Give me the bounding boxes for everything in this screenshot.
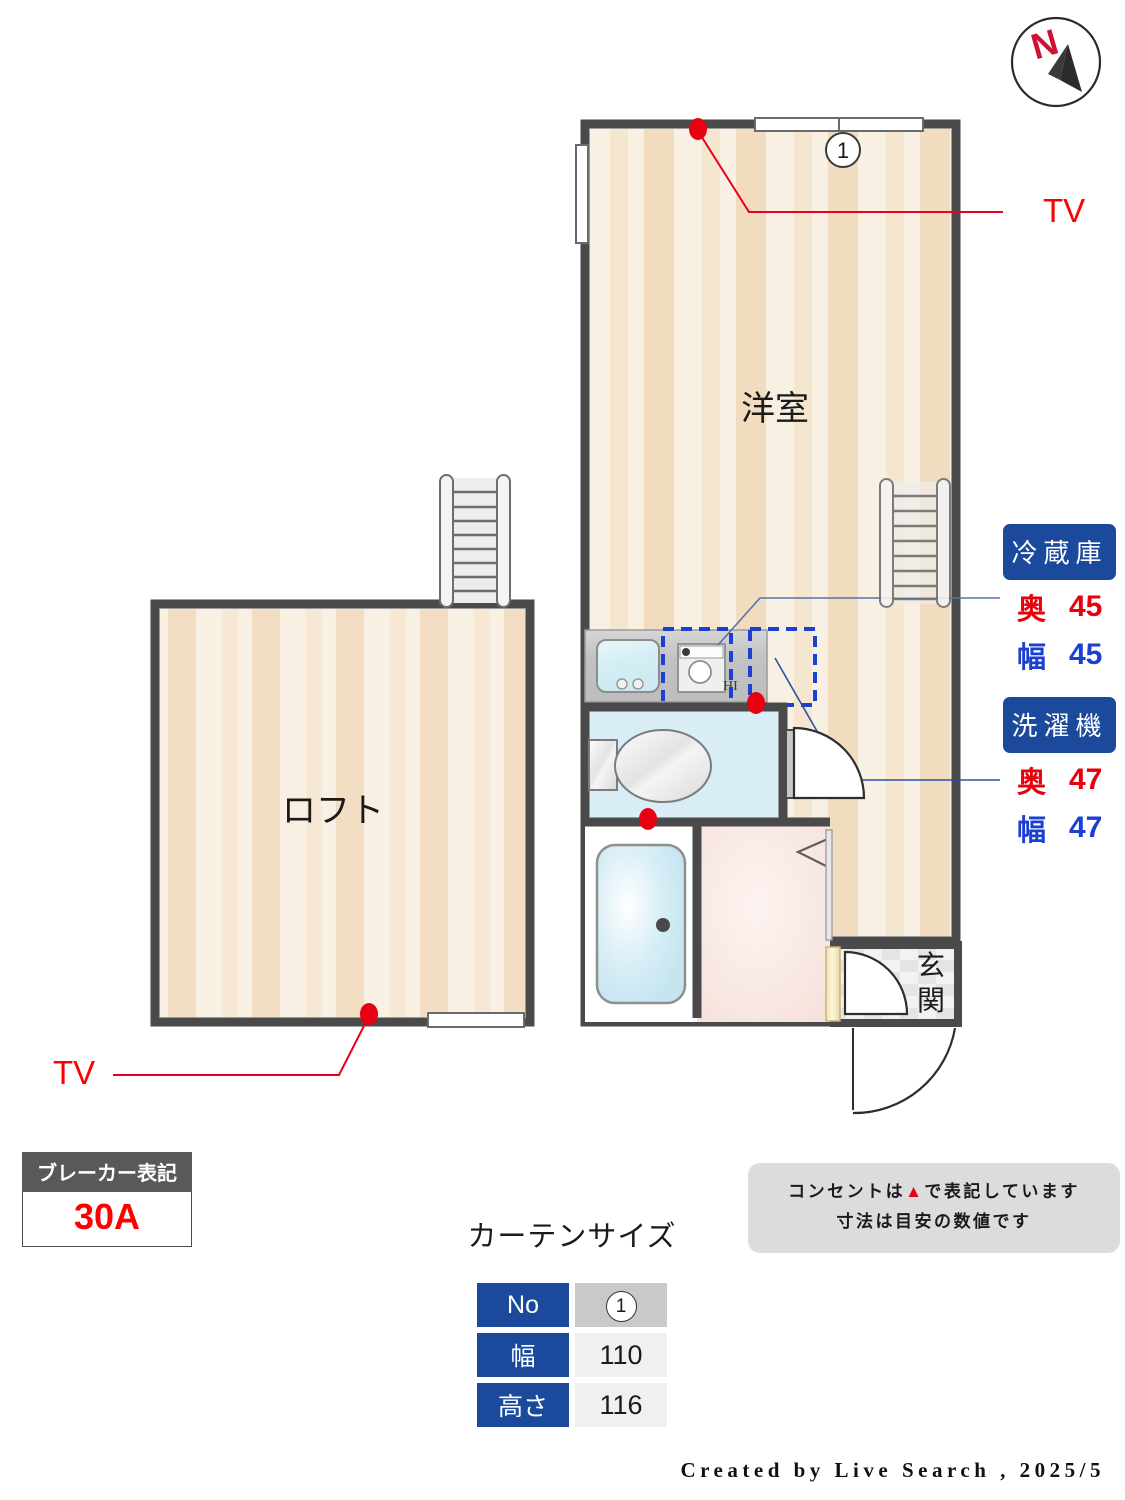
fridge-depth-row: 奥 45 — [1003, 586, 1116, 628]
breaker-header: ブレーカー表記 — [22, 1152, 192, 1192]
outlet-markers — [360, 692, 765, 1025]
footer-credit: Created by Live Search , 2025/5 — [680, 1458, 1105, 1482]
compass-rose: N — [1010, 16, 1102, 108]
curtain-marker-1: 1 — [825, 132, 861, 168]
fridge-width-label: 幅 — [1017, 642, 1047, 674]
breaker-value: 30A — [22, 1192, 192, 1247]
appliance-info-washer: 洗濯機 奥 47 幅 47 — [1003, 697, 1116, 849]
entrance-label-char1: 玄 — [917, 950, 945, 981]
ladder-loft — [439, 474, 511, 608]
fridge-width-row: 幅 45 — [1003, 634, 1116, 676]
curtain-size-section: カーテンサイズ No 1 幅 110 高さ 116 — [452, 1213, 692, 1433]
curtain-row-header-width: 幅 — [477, 1333, 569, 1377]
room-label-loft: ロフト — [282, 792, 384, 830]
appliance-slot-washer — [748, 627, 817, 707]
tv-label-loft: TV — [53, 1054, 96, 1091]
outlet-triangle-icon: ▲ — [905, 1182, 925, 1201]
window-main-top — [754, 117, 924, 132]
room-main-floor — [585, 120, 960, 945]
bath-dressing-walls — [585, 817, 830, 1018]
room-label-main: 洋室 — [741, 390, 809, 428]
washer-width-value: 47 — [1069, 811, 1103, 844]
tv-label-main: TV — [1043, 192, 1086, 229]
door-toilet — [785, 726, 866, 800]
curtain-row-value-height: 116 — [575, 1383, 667, 1427]
appliance-title-fridge: 冷蔵庫 — [1003, 524, 1116, 580]
breaker-box: ブレーカー表記 30A — [22, 1152, 192, 1247]
note-line-2: 寸法は目安の数値です — [836, 1211, 1032, 1231]
curtain-row-header-no: No — [477, 1283, 569, 1327]
room-entrance: 玄 関 — [825, 941, 962, 1115]
table-row: 幅 110 — [477, 1333, 667, 1377]
note-line1-pre: コンセントは — [788, 1182, 906, 1201]
fridge-depth-label: 奥 — [1017, 594, 1047, 626]
legend-note-box: コンセントは▲で表記しています 寸法は目安の数値です — [748, 1163, 1120, 1253]
curtain-row-value-width: 110 — [575, 1333, 667, 1377]
curtain-row-value-no: 1 — [575, 1283, 667, 1327]
room-toilet — [580, 702, 788, 827]
fridge-width-value: 45 — [1069, 638, 1103, 671]
curtain-size-table: No 1 幅 110 高さ 116 — [471, 1277, 673, 1433]
appliance-info-fridge: 冷蔵庫 奥 45 幅 45 — [1003, 524, 1116, 676]
window-loft-bottom — [427, 1012, 525, 1028]
washer-depth-value: 47 — [1069, 763, 1103, 796]
curtain-number-badge: 1 — [605, 1291, 637, 1322]
window-main-left — [575, 144, 589, 244]
curtain-row-header-height: 高さ — [477, 1383, 569, 1427]
appliance-title-washer: 洗濯機 — [1003, 697, 1116, 753]
fridge-depth-value: 45 — [1069, 590, 1103, 623]
room-bath — [585, 822, 697, 1022]
note-line-1: コンセントは▲で表記しています — [748, 1177, 1120, 1207]
washer-width-row: 幅 47 — [1003, 807, 1116, 849]
tv-leader-loft — [113, 1015, 370, 1076]
washer-width-label: 幅 — [1017, 815, 1047, 847]
table-row: No 1 — [477, 1283, 667, 1327]
table-row: 高さ 116 — [477, 1383, 667, 1427]
washer-depth-label: 奥 — [1017, 767, 1047, 799]
ladder-main-room — [879, 478, 951, 608]
room-loft-floor — [150, 599, 535, 1027]
note-line1-post: で表記しています — [924, 1182, 1080, 1201]
room-dressing — [697, 822, 833, 1022]
curtain-size-title: カーテンサイズ — [467, 1221, 677, 1253]
svg-text:1: 1 — [837, 138, 849, 163]
tv-leader-main — [689, 118, 1003, 213]
washer-depth-row: 奥 47 — [1003, 759, 1116, 801]
kitchen-counter: HI — [584, 629, 768, 703]
entrance-label-char2: 関 — [917, 985, 945, 1016]
stove-label: HI — [723, 679, 738, 694]
